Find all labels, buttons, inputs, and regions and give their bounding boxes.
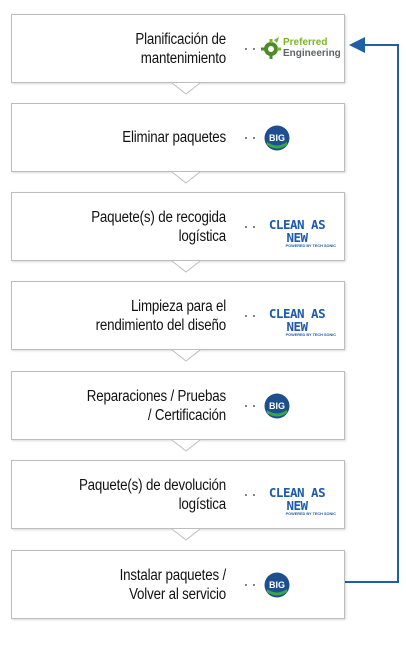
logo-text: Preferred	[283, 36, 328, 48]
logo-text: BIG	[269, 580, 285, 590]
process-step-5: Reparaciones / Pruebas / Certificación B…	[11, 371, 345, 440]
dotted-connector	[242, 583, 256, 586]
dotted-connector	[242, 404, 256, 407]
loop-back-arrow-line	[345, 37, 399, 583]
down-chevron-icon	[171, 349, 201, 362]
big-logo: BIG	[264, 572, 290, 597]
step-label: Planificación de mantenimiento	[135, 30, 226, 67]
logo-subtext: POWERED BY TECH SONIC	[285, 511, 336, 516]
step-label: Instalar paquetes / Volver al servicio	[119, 566, 227, 603]
logo-text: Engineering	[283, 47, 341, 59]
step-label: Reparaciones / Pruebas / Certificación	[86, 387, 226, 424]
logo-subtext: POWERED BY TECH SONIC	[285, 243, 336, 248]
logo-text: CLEAN AS NEW	[268, 484, 326, 513]
down-chevron-icon	[171, 82, 201, 95]
logo-text: BIG	[269, 401, 285, 411]
down-chevron-icon	[171, 260, 201, 273]
logo-text: CLEAN AS NEW	[268, 305, 326, 334]
logo-subtext: POWERED BY TECH SONIC	[285, 332, 336, 337]
big-logo: BIG	[264, 393, 290, 418]
process-step-1: Planificación de mantenimiento Preferred…	[11, 14, 345, 83]
process-step-2: Eliminar paquetes BIG	[11, 103, 345, 172]
clean-as-new-logo: CLEAN AS NEW POWERED BY TECH SONIC	[256, 307, 338, 338]
clean-as-new-logo: CLEAN AS NEW POWERED BY TECH SONIC	[256, 218, 338, 249]
dotted-connector	[242, 136, 256, 139]
step-label: Eliminar paquetes	[122, 129, 226, 146]
process-step-7: Instalar paquetes / Volver al servicio B…	[11, 550, 345, 619]
step-label: Paquete(s) de devolución logística	[78, 476, 226, 513]
down-chevron-icon	[171, 171, 201, 184]
process-step-4: Limpieza para el rendimiento del diseño …	[11, 281, 345, 350]
dotted-connector	[242, 493, 256, 496]
process-step-3: Paquete(s) de recogida logística CLEAN A…	[11, 192, 345, 261]
clean-as-new-logo: CLEAN AS NEW POWERED BY TECH SONIC	[256, 486, 338, 517]
process-step-6: Paquete(s) de devolución logística CLEAN…	[11, 460, 345, 529]
dotted-connector	[242, 225, 256, 228]
big-logo: BIG	[264, 125, 290, 150]
logo-text: CLEAN AS NEW	[268, 216, 326, 245]
down-chevron-icon	[171, 528, 201, 541]
down-chevron-icon	[171, 439, 201, 452]
preferred-engineering-logo: Preferred Engineering	[261, 36, 343, 61]
step-label: Limpieza para el rendimiento del diseño	[95, 297, 227, 334]
dotted-connector	[242, 314, 256, 317]
step-label: Paquete(s) de recogida logística	[91, 208, 226, 245]
gear-icon	[261, 36, 281, 59]
logo-text: BIG	[269, 133, 285, 143]
dotted-connector	[242, 47, 256, 50]
